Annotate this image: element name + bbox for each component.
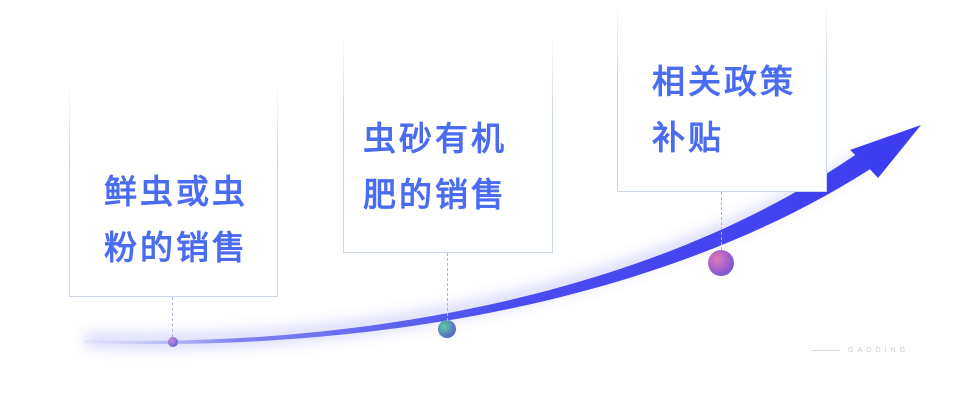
- arrowhead-icon: [850, 125, 921, 178]
- milestone-card-2: [343, 30, 553, 253]
- watermark-line: [812, 349, 840, 351]
- milestone-dot-2: [438, 320, 456, 338]
- milestone-2-line-1: 虫砂有机: [363, 119, 507, 158]
- milestone-dot-3: [708, 250, 734, 276]
- connector-3: [721, 192, 722, 250]
- milestone-2-line-2: 肥的销售: [363, 175, 507, 214]
- milestone-card-1: [69, 80, 278, 297]
- milestone-3-line-2: 补贴: [652, 118, 724, 157]
- watermark: GAODING: [812, 344, 909, 356]
- milestone-3-line-1: 相关政策: [652, 62, 796, 101]
- connector-1: [172, 297, 173, 337]
- watermark-text: GAODING: [848, 346, 910, 354]
- milestone-1-line-1: 鲜虫或虫: [104, 172, 248, 211]
- connector-2: [447, 253, 448, 321]
- milestone-card-3: [617, 0, 827, 192]
- milestone-1-line-2: 粉的销售: [104, 228, 248, 267]
- milestone-dot-1: [168, 337, 178, 347]
- milestone-label-1: 鲜虫或虫 粉的销售: [104, 164, 248, 276]
- milestone-label-2: 虫砂有机 肥的销售: [363, 111, 507, 223]
- milestone-label-3: 相关政策 补贴: [652, 54, 796, 166]
